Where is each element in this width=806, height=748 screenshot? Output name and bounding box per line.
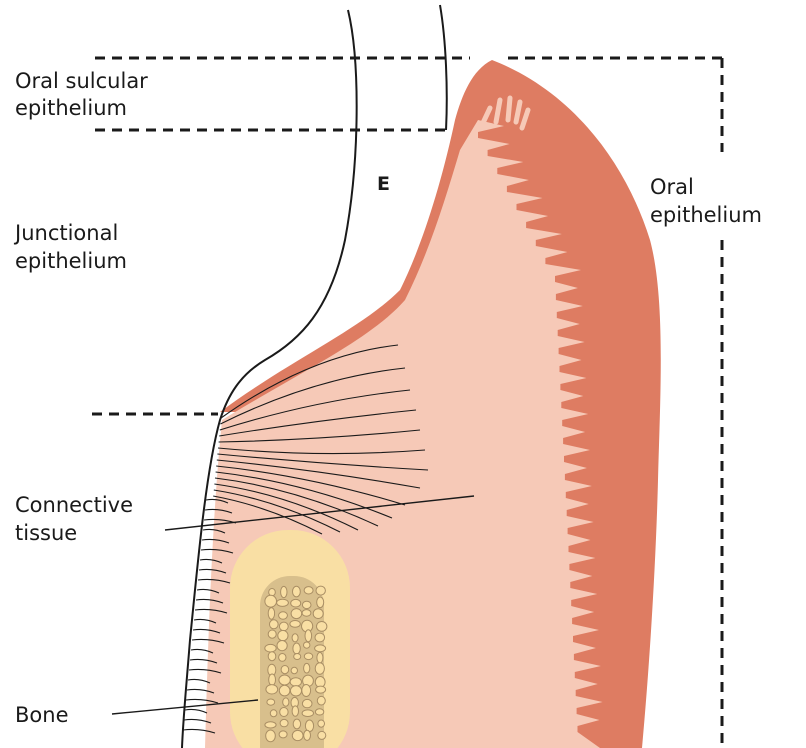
marrow-space bbox=[302, 699, 312, 707]
marrow-space bbox=[315, 663, 324, 674]
marrow-space bbox=[277, 641, 287, 651]
marrow-space bbox=[280, 719, 288, 726]
connective-tissue-label: Connective tissue bbox=[15, 493, 140, 545]
marrow-space bbox=[270, 620, 279, 629]
marrow-space bbox=[318, 720, 325, 727]
marrow-space bbox=[294, 654, 301, 660]
marrow-space bbox=[268, 630, 276, 638]
marrow-space bbox=[279, 675, 290, 685]
marrow-space bbox=[270, 710, 277, 717]
marrow-space bbox=[283, 698, 289, 706]
marrow-space bbox=[302, 685, 311, 697]
marrow-space bbox=[279, 654, 286, 662]
marrow-space bbox=[292, 706, 298, 716]
marrow-space bbox=[317, 696, 325, 705]
marrow-space bbox=[291, 599, 301, 607]
marrow-space bbox=[265, 644, 276, 652]
marrow-space bbox=[304, 653, 312, 660]
marrow-space bbox=[266, 685, 278, 694]
marrow-space bbox=[269, 674, 276, 685]
collagen-fiber bbox=[185, 709, 207, 713]
marrow-space bbox=[302, 601, 311, 608]
marrow-space bbox=[316, 686, 326, 693]
marrow-space bbox=[304, 730, 311, 740]
marrow-space bbox=[304, 587, 313, 594]
marrow-space bbox=[317, 622, 327, 632]
marrow-space bbox=[305, 630, 312, 642]
marrow-space bbox=[304, 663, 310, 673]
marrow-space bbox=[279, 612, 288, 619]
marrow-space bbox=[304, 642, 310, 648]
marrow-space bbox=[313, 609, 323, 619]
marrow-space bbox=[279, 622, 288, 631]
bone-label: Bone bbox=[15, 703, 68, 727]
marrow-space bbox=[302, 710, 313, 717]
marrow-space bbox=[281, 666, 289, 674]
oral-epithelium-label: Oral epithelium bbox=[650, 175, 762, 227]
oral-sulcular-epithelium-label: Oral sulcular epithelium bbox=[15, 69, 155, 120]
marrow-space bbox=[315, 709, 323, 715]
marrow-space bbox=[292, 730, 303, 740]
marrow-space bbox=[315, 633, 325, 642]
junctional-epithelium-label: Junctional epithelium bbox=[13, 221, 127, 273]
marrow-space bbox=[269, 589, 276, 596]
marrow-space bbox=[293, 719, 300, 729]
marrow-space bbox=[293, 643, 300, 654]
collagen-fiber bbox=[188, 679, 210, 683]
marrow-space bbox=[265, 722, 276, 728]
enamel-inner-outline bbox=[440, 5, 447, 130]
marrow-space bbox=[317, 597, 324, 608]
marrow-space bbox=[280, 708, 288, 717]
marrow-space bbox=[291, 667, 297, 673]
marrow-space bbox=[291, 609, 302, 619]
marrow-space bbox=[316, 586, 325, 595]
marrow-space bbox=[317, 652, 323, 663]
marrow-space bbox=[265, 595, 277, 607]
marrow-space bbox=[268, 608, 274, 620]
marrow-space bbox=[292, 634, 298, 642]
marrow-space bbox=[290, 686, 301, 696]
marrow-space bbox=[318, 731, 326, 739]
marrow-space bbox=[315, 645, 326, 652]
marrow-space bbox=[293, 586, 301, 597]
marrow-space bbox=[302, 610, 311, 617]
bone bbox=[230, 530, 350, 748]
marrow-space bbox=[268, 652, 276, 661]
marrow-space bbox=[281, 586, 287, 597]
marrow-space bbox=[279, 731, 287, 738]
marrow-space bbox=[278, 630, 288, 640]
marrow-space bbox=[266, 730, 276, 742]
marrow-space bbox=[267, 699, 275, 705]
marrow-space bbox=[290, 678, 301, 686]
marrow-space bbox=[277, 599, 289, 606]
marrow-space bbox=[279, 685, 290, 696]
gingival-tissue bbox=[183, 60, 661, 748]
marrow-space bbox=[290, 621, 300, 628]
enamel-letter: E bbox=[377, 173, 390, 195]
